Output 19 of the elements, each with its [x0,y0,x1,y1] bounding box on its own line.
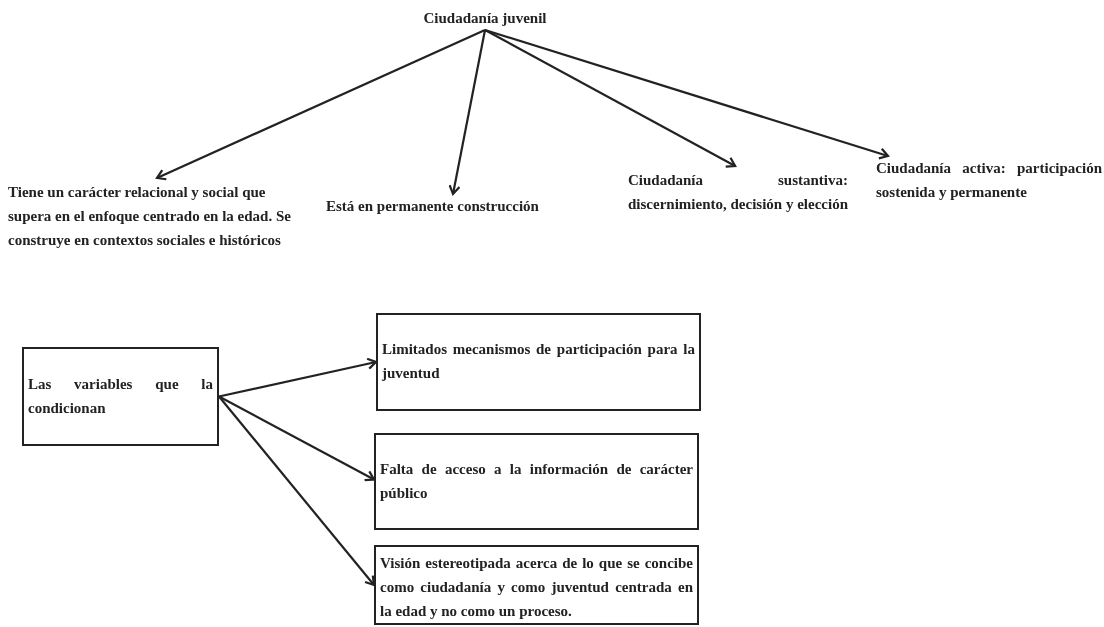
box-text: Visión estereotipada acerca de lo que se concibe como ciudadanía y como juventud centrada en la edad y no como un proceso. [380,554,693,621]
text-box [374,545,699,625]
node-text: Está en permanente construcción [326,197,540,216]
box-text: Las variables que la condicionan [28,375,213,418]
node-text: Ciudadanía activa: participación sostenida y permanente [876,159,1102,202]
arrow [484,29,737,168]
box-text: Limitados mecanismos de participación para la juventud [382,340,695,383]
arrow [448,29,487,196]
text-box [374,433,699,530]
node-text: Ciudadanía sustantiva: discernimiento, decisión y elección [628,171,848,214]
arrow [484,28,890,160]
box-text: Falta de acceso a la información de carácter público [380,460,693,503]
arrow [155,29,486,181]
text-box [22,347,219,446]
text-box [376,313,701,411]
node-text: Tiene un carácter relacional y social que supera en el enfoque centrado en la edad. Se construye en contextos sociales e históricos [8,183,292,250]
arrow [218,395,376,482]
diagram-heading: Ciudadanía juvenil [422,9,548,28]
arrow [218,357,378,398]
